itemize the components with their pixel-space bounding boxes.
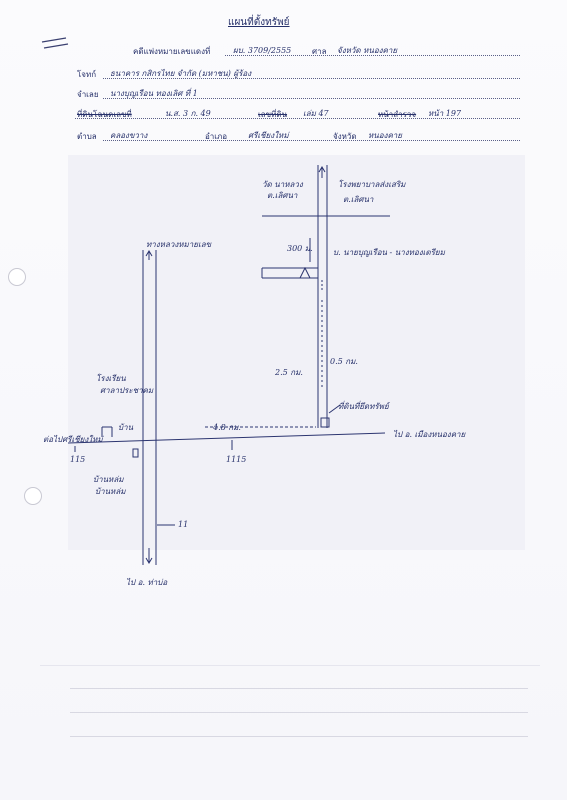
main-horizontal-road (67, 432, 386, 444)
defendant-value: นางบุญเรือน ทองเลิศ ที่ 1 (110, 89, 198, 98)
deed-label: ที่ดินโฉนดเลขที่ (77, 110, 132, 119)
label-temple-sub: ต.เลิศนา (267, 191, 298, 200)
court-value: จังหวัด หนองคาย (337, 46, 398, 55)
court-label: ศาล (312, 47, 327, 56)
land-number-value: เล่ม 47 (303, 109, 329, 118)
label-property: ที่ดินที่ยึดทรัพย์ (338, 402, 389, 411)
scan-line-3 (70, 736, 528, 737)
survey-page-value: หน้า 197 (428, 109, 462, 118)
province-label: จังหวัด (333, 132, 357, 141)
defendant-label: จำเลย (77, 90, 99, 99)
label-115: 115 (70, 455, 86, 464)
label-dist-4: 4.8 กม. (213, 423, 241, 432)
label-300m: 300 ม. (287, 244, 313, 253)
line4-underline (75, 118, 520, 119)
case-number-label: คดีแพ่งหมายเลขแดงที่ (133, 47, 211, 56)
label-highway: ทางหลวงหมายเลข (146, 240, 212, 249)
label-temple: วัด นาหลวง (262, 180, 303, 189)
map-background (68, 155, 525, 550)
subdistrict-value: คลองขวาง (110, 131, 148, 140)
label-km-vert: 0.5 กม. (330, 357, 358, 366)
punch-hole-bottom (24, 487, 42, 505)
label-1115: 1115 (226, 455, 247, 464)
line1-underline (225, 55, 520, 56)
subdistrict-label: ตำบล (77, 132, 97, 141)
scan-line-0 (40, 665, 540, 666)
scan-line-1 (70, 688, 528, 689)
line3-underline (103, 98, 520, 99)
line5-underline (103, 140, 520, 141)
line2-underline (103, 78, 520, 79)
label-school-2: ศาลาประชาคม (100, 386, 154, 395)
deed-value: น.ส. 3 ก. 49 (165, 109, 211, 118)
label-11: 11 (178, 520, 189, 529)
land-number-label: เลขที่ดิน (258, 110, 288, 119)
label-to-right: ไป อ. เมืองหนองคาย (393, 430, 466, 439)
label-school: โรงเรียน (96, 374, 126, 383)
document-title: แผนที่ตั้งทรัพย์ (228, 17, 290, 28)
label-house: บ. นายบุญเรือน - นางทองเตรียม (333, 248, 445, 257)
plaintiff-label: โจทก์ (77, 70, 97, 79)
label-home: บ้าน (118, 423, 134, 432)
district-label: อำเภอ (205, 132, 228, 141)
case-number-value: ผบ. 3709/2555 (233, 46, 292, 55)
province-value: หนองคาย (368, 131, 402, 140)
punch-hole-top (8, 268, 26, 286)
label-hospital-sub: ต.เลิศนา (343, 195, 374, 204)
label-to-bottom: ไป อ. ท่าบ่อ (126, 578, 168, 587)
label-dist-km: 2.5 กม. (275, 368, 303, 377)
corner-pen-mark (41, 37, 69, 49)
district-value: ศรีเชียงใหม่ (248, 131, 289, 140)
label-hospital: โรงพยาบาลส่งเสริม (338, 180, 406, 189)
property-marker (320, 417, 330, 428)
survey-page-label: หน้าสำรวจ (378, 110, 417, 119)
plaintiff-value: ธนาคาร กสิกรไทย จำกัด (มหาชน) ผู้ร้อง (110, 69, 252, 78)
label-school-4: บ้านหล่ม (95, 487, 126, 496)
label-school-3: บ้านหล่ม (93, 475, 124, 484)
scan-line-2 (70, 712, 528, 713)
label-left-end: ต่อไปศรีเชียงใหม่ (43, 435, 103, 444)
